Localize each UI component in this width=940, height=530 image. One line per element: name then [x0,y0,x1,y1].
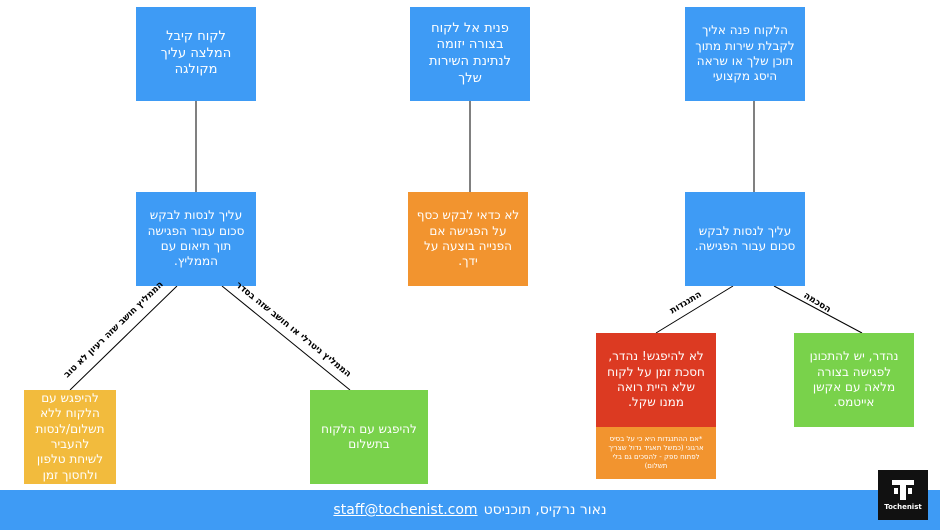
node-right-mid: עליך לנסות לבקש סכום עבור הפגישה. [685,192,805,286]
node-left-bottom-left-text: להיפגש עם הלקוח ללא תשלום/לנסות להעביר ל… [35,390,105,482]
node-center-mid-text: לא כדאי לבקש כסף על הפגישה אם הפנייה בוצ… [416,208,520,269]
node-right-bottom-green: נהדר, יש להתכונן לפגישה בצורה מלאה עם אק… [794,333,914,427]
node-left-top-text: לקוח קיבל המלצה עליך מקולגה [160,29,232,78]
node-left-top: לקוח קיבל המלצה עליך מקולגה [136,7,256,101]
node-left-mid: עליך לנסות לבקש סכום עבור הפגישה תוך תיא… [136,192,256,286]
footer-email-link[interactable]: staff@tochenist.com [333,502,478,518]
node-right-mid-text: עליך לנסות לבקש סכום עבור הפגישה. [694,223,796,253]
tochenist-logo: Tochenist [878,470,928,520]
node-right-bottom-note-text: *אם ההתנגדות היא כי על בסיס ארגוני (כמשל… [608,434,704,471]
node-right-top: הלקוח פנה אליך לקבלת שירות מתוך תוכן שלך… [685,7,805,101]
node-right-bottom-green-text: נהדר, יש להתכונן לפגישה בצורה מלאה עם אק… [809,349,899,410]
node-right-bottom-red-text: לא להיפגש! נהדר, חסכת זמן על לקוח שלא הי… [607,349,705,410]
footer-name: נאור נרקיס, תוכניסט [483,502,607,518]
node-left-bottom-left: להיפגש עם הלקוח ללא תשלום/לנסות להעביר ל… [24,390,116,484]
node-right-top-text: הלקוח פנה אליך לקבלת שירות מתוך תוכן שלך… [695,23,795,84]
node-center-top: פנית אל לקוח בצורה יזומה לנתינת השירות ש… [410,7,530,101]
footer-bar: נאור נרקיס, תוכניסט staff@tochenist.com [0,490,940,530]
node-center-top-text: פנית אל לקוח בצורה יזומה לנתינת השירות ש… [429,20,511,86]
node-center-mid: לא כדאי לבקש כסף על הפגישה אם הפנייה בוצ… [408,192,528,286]
connector-left-mid-bottom-right [221,285,351,391]
logo-text: Tochenist [884,503,922,511]
node-left-bottom-right-text: להיפגש עם הלקוח בתשלום [321,421,417,451]
connector-right-mid-bottom-right [773,285,863,334]
logo-mark-icon [892,480,914,500]
node-right-bottom-red: לא להיפגש! נהדר, חסכת זמן על לקוח שלא הי… [596,333,716,427]
node-left-mid-text: עליך לנסות לבקש סכום עבור הפגישה תוך תיא… [147,208,245,269]
node-left-bottom-right: להיפגש עם הלקוח בתשלום [310,390,428,484]
node-right-bottom-note: *אם ההתנגדות היא כי על בסיס ארגוני (כמשל… [596,427,716,479]
connector-left-mid-bottom-left [69,285,178,391]
connector-right-mid-bottom-left [655,285,734,334]
